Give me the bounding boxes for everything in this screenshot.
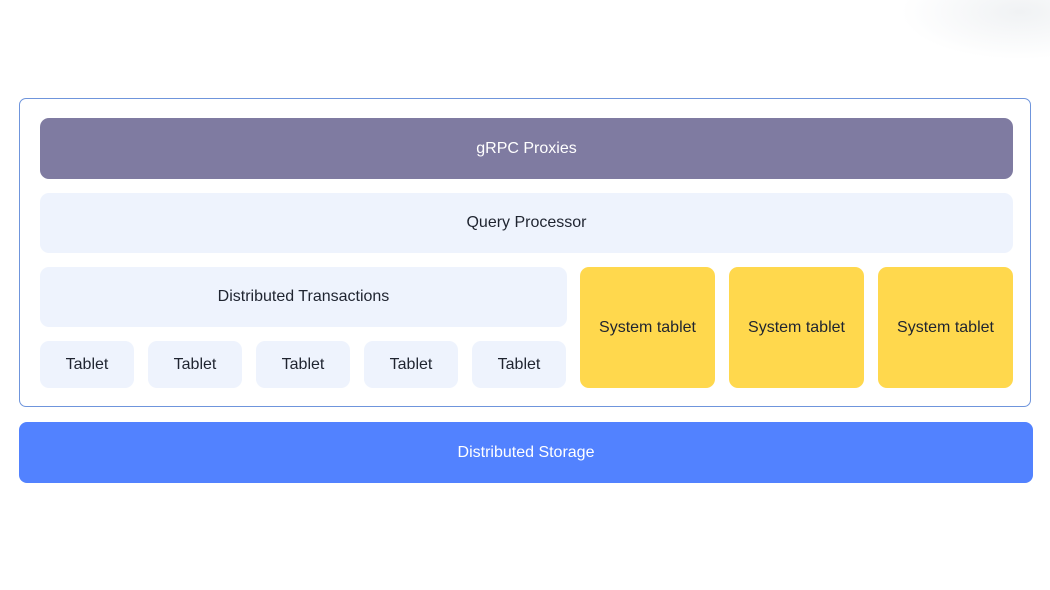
tablet-label: Tablet — [65, 355, 109, 373]
corner-shading — [900, 0, 1050, 60]
grpc-proxies-block: gRPC Proxies — [40, 118, 1013, 179]
tablet-label: Tablet — [281, 355, 325, 373]
tablet-block: Tablet — [472, 341, 566, 388]
system-tablet-block: System tablet — [878, 267, 1013, 388]
database-node-container — [19, 98, 1031, 407]
grpc-proxies-label: gRPC Proxies — [476, 139, 577, 157]
query-processor-label: Query Processor — [466, 214, 587, 231]
system-tablet-label: System tablet — [599, 319, 696, 336]
distributed-transactions-block: Distributed Transactions — [40, 267, 567, 327]
system-tablet-label: System tablet — [748, 319, 845, 336]
distributed-storage-label: Distributed Storage — [457, 443, 595, 461]
system-tablet-block: System tablet — [729, 267, 864, 388]
tablet-block: Tablet — [40, 341, 134, 388]
distributed-storage-block: Distributed Storage — [19, 422, 1033, 483]
tablet-block: Tablet — [148, 341, 242, 388]
tablet-block: Tablet — [364, 341, 458, 388]
distributed-transactions-label: Distributed Transactions — [217, 288, 390, 305]
query-processor-block: Query Processor — [40, 193, 1013, 253]
system-tablet-block: System tablet — [580, 267, 715, 388]
tablet-block: Tablet — [256, 341, 350, 388]
tablet-label: Tablet — [497, 355, 541, 373]
tablet-label: Tablet — [173, 355, 217, 373]
tablet-label: Tablet — [389, 355, 433, 373]
system-tablet-label: System tablet — [897, 319, 994, 336]
